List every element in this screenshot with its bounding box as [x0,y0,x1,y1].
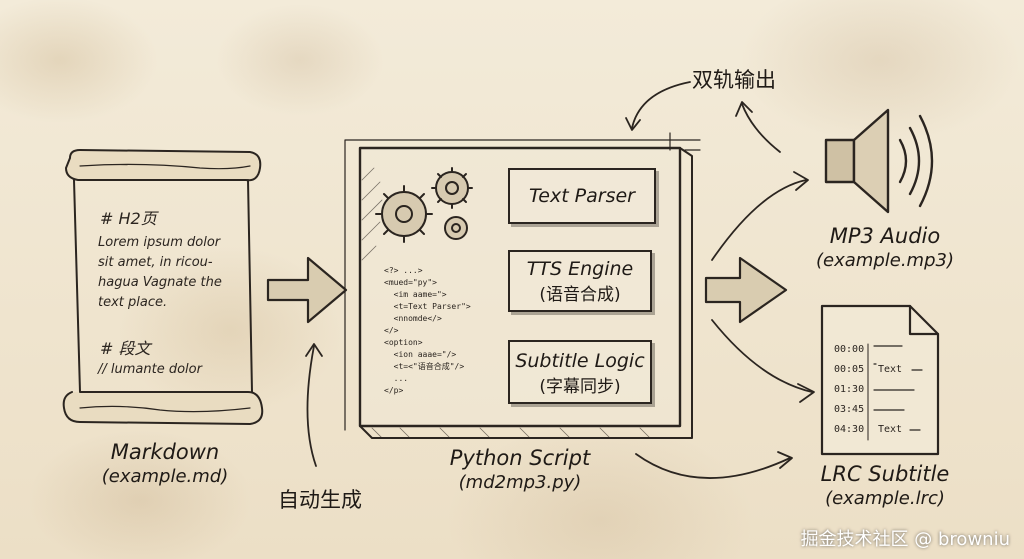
markdown-line-3: hagua Vagnate the [98,275,222,290]
lrc-time-4: 03:45 [834,404,865,415]
markdown-comment: // lumante dolor [98,362,202,377]
dual-output-label: 双轨输出 [692,68,776,92]
text-parser-label: Text Parser [529,185,635,207]
mp3-file: (example.mp3) [816,250,954,271]
arrow-left [266,256,348,324]
lrc-file: (example.lrc) [825,488,945,509]
tts-engine-label: TTS Engine [526,258,634,280]
markdown-line-4: text place. [98,295,168,310]
tts-engine-sub: (语音合成) [539,285,621,305]
text-parser-box: Text Parser [508,168,656,224]
auto-generate-label: 自动生成 [278,488,362,512]
mp3-label: MP3 Audio (example.mp3) [790,224,980,271]
script-label: Python Script (md2mp3.py) [420,446,620,493]
markdown-label: Markdown (example.md) [70,440,260,487]
branch-to-mp3 [711,179,807,261]
markdown-line-2: sit amet, in ricou- [98,255,213,270]
lrc-time-1: 00:00 [834,344,865,355]
lrc-time-5: 04:30 [834,424,865,435]
lrc-time-2: 00:05 [834,364,865,375]
markdown-heading-1: # H2页 [100,209,157,228]
lrc-time-3: 01:30 [834,384,865,395]
tts-engine-box: TTS Engine (语音合成) [508,250,652,312]
subtitle-logic-label: Subtitle Logic [515,350,645,372]
markdown-file: (example.md) [101,466,229,487]
dual-arrow-right [741,103,781,153]
lrc-title: LRC Subtitle [820,462,950,486]
dual-arrow-left [631,81,691,129]
scroll-icon [62,149,264,425]
mp3-title: MP3 Audio [829,224,941,248]
speaker-icon [824,108,934,214]
script-file: (md2mp3.py) [458,472,582,493]
gears-icon [375,167,473,243]
subtitle-logic-box: Subtitle Logic (字幕同步) [508,340,652,404]
watermark: 掘金技术社区 @ browniu [800,529,1010,550]
arrow-right [704,256,788,324]
bottom-arrow [635,453,791,479]
script-code: <?> ...> <mued="py"> <im aame="> <t=Text… [384,266,471,395]
markdown-title: Markdown [110,440,220,464]
branch-to-lrc [711,319,813,393]
markdown-heading-2: # 段文 [100,339,151,358]
subtitle-logic-sub: (字幕同步) [539,377,621,397]
script-title: Python Script [449,446,591,470]
document-icon [820,304,940,456]
lrc-label: LRC Subtitle (example.lrc) [790,462,980,509]
auto-arrow [306,345,317,467]
lrc-text-1: Text [878,364,903,375]
markdown-line-1: Lorem ipsum dolor [98,235,221,250]
lrc-text-2: Text [878,424,903,435]
